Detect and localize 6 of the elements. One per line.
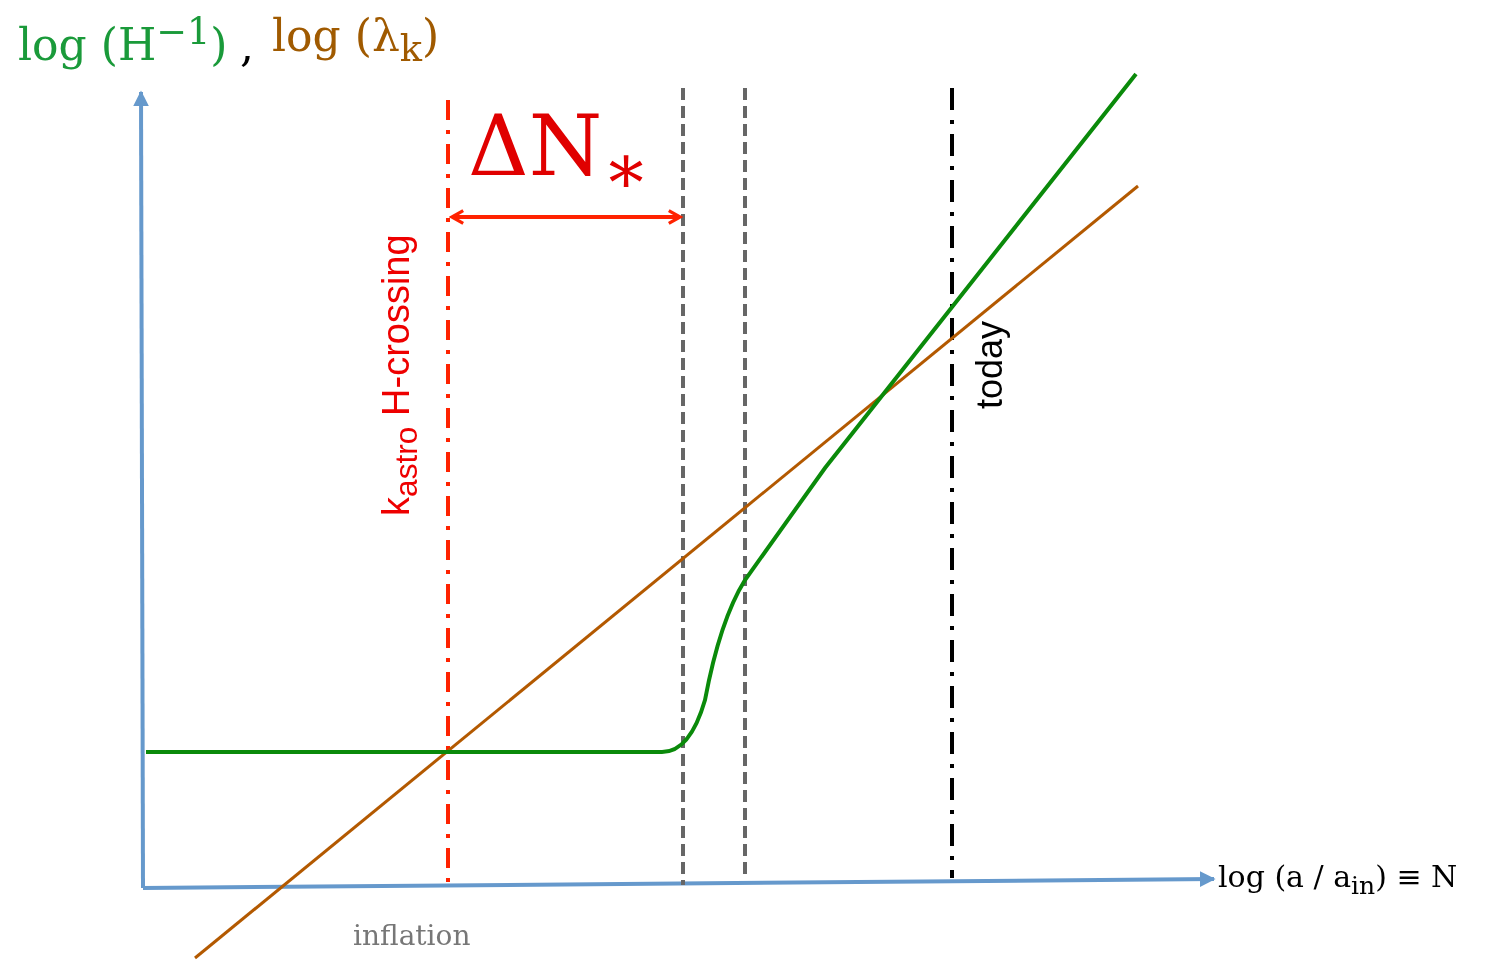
axis-label: log (a / a$_{in}$) ≡ N [1218, 862, 1458, 898]
separator-text: , [240, 24, 254, 68]
interval-label: ΔN$_{∗}$ [468, 104, 650, 204]
inflation-label: inflation [353, 922, 471, 950]
axis-label: log (λ$_{k}$) [272, 14, 440, 68]
today-label: today [972, 320, 1009, 410]
